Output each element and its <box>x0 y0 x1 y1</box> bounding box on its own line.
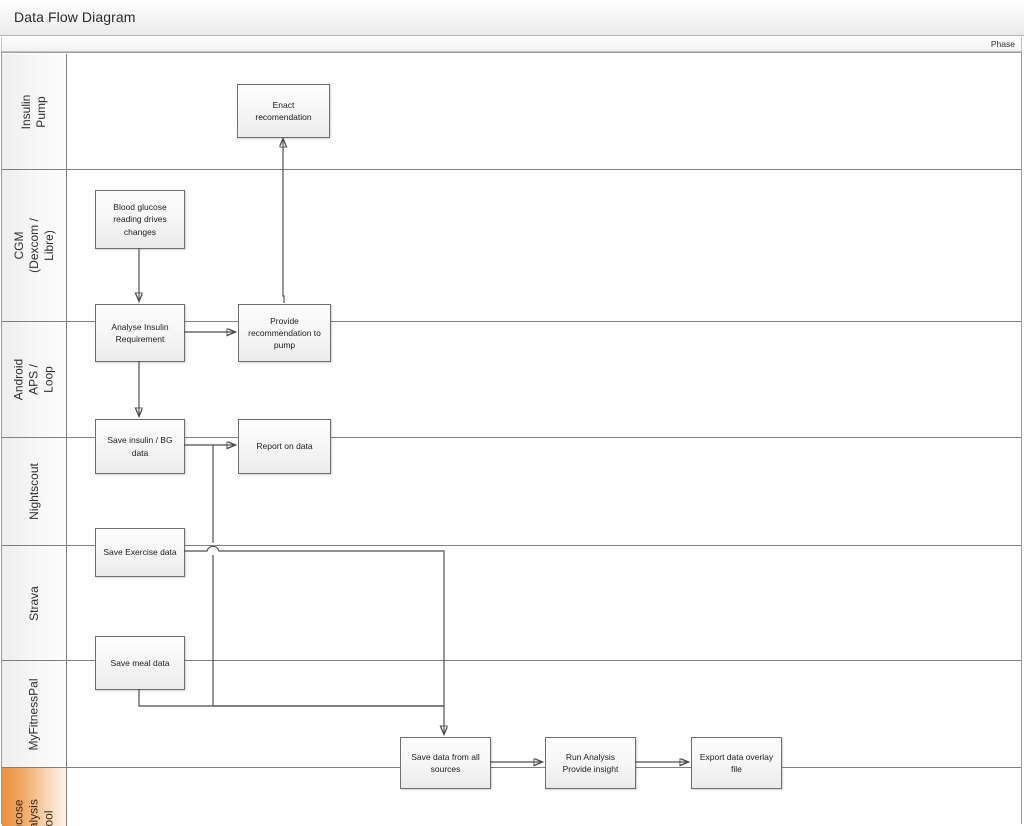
swimlane-insulin-pump: Insulin Pump <box>2 54 1021 170</box>
phase-label: Phase <box>990 39 1015 49</box>
title-bar: Data Flow Diagram <box>0 0 1024 36</box>
task-run-analysis[interactable]: Run Analysis Provide insight <box>545 737 636 789</box>
swimlane-label-cgm: CGM (Dexcom / Libre) <box>11 218 56 273</box>
task-enact-recommendation[interactable]: Enact recomendation <box>237 84 330 138</box>
task-blood-glucose-reading[interactable]: Blood glucose reading drives changes <box>95 190 185 249</box>
task-save-insulin-bg-data[interactable]: Save insulin / BG data <box>95 419 185 474</box>
swimlane-label-nightscout: Nightscout <box>26 463 41 520</box>
task-save-meal-data[interactable]: Save meal data <box>95 636 185 690</box>
swimlane-label-myfitnesspal: MyFitnessPal <box>26 677 41 751</box>
swimlane-label-strava: Strava <box>26 585 41 621</box>
page-title: Data Flow Diagram <box>14 9 136 25</box>
swimlane-header-android-aps-loop[interactable]: Android APS / Loop <box>2 322 67 437</box>
swimlane-header-strava[interactable]: Strava <box>2 546 67 660</box>
swimlane-label-insulin-pump: Insulin Pump <box>19 94 48 129</box>
task-export-data-overlay[interactable]: Export data overlay file <box>691 737 782 789</box>
task-report-on-data[interactable]: Report on data <box>238 419 331 474</box>
swimlane-header-nightscout[interactable]: Nightscout <box>2 438 67 545</box>
swimlane-label-android-aps-loop: Android APS / Loop <box>11 358 56 401</box>
swimlane-header-cgm[interactable]: CGM (Dexcom / Libre) <box>2 170 67 321</box>
swimlane-header-glucose-analysis-tool[interactable]: Glucose Analysis Tool <box>2 768 67 826</box>
task-save-exercise-data[interactable]: Save Exercise data <box>95 528 185 577</box>
swimlane-label-glucose-analysis-tool: Glucose Analysis Tool <box>11 798 56 826</box>
swimlane-glucose-analysis-tool: Glucose Analysis Tool <box>2 768 1021 826</box>
swimlane-header-myfitnesspal[interactable]: MyFitnessPal <box>2 661 67 767</box>
swimlane-header-insulin-pump[interactable]: Insulin Pump <box>2 54 67 169</box>
task-analyse-insulin-req[interactable]: Analyse Insulin Requirement <box>95 304 185 362</box>
phase-header-bar: Phase <box>1 37 1022 52</box>
task-save-data-all-sources[interactable]: Save data from all sources <box>400 737 491 789</box>
task-provide-recommendation[interactable]: Provide recommendation to pump <box>238 304 331 362</box>
